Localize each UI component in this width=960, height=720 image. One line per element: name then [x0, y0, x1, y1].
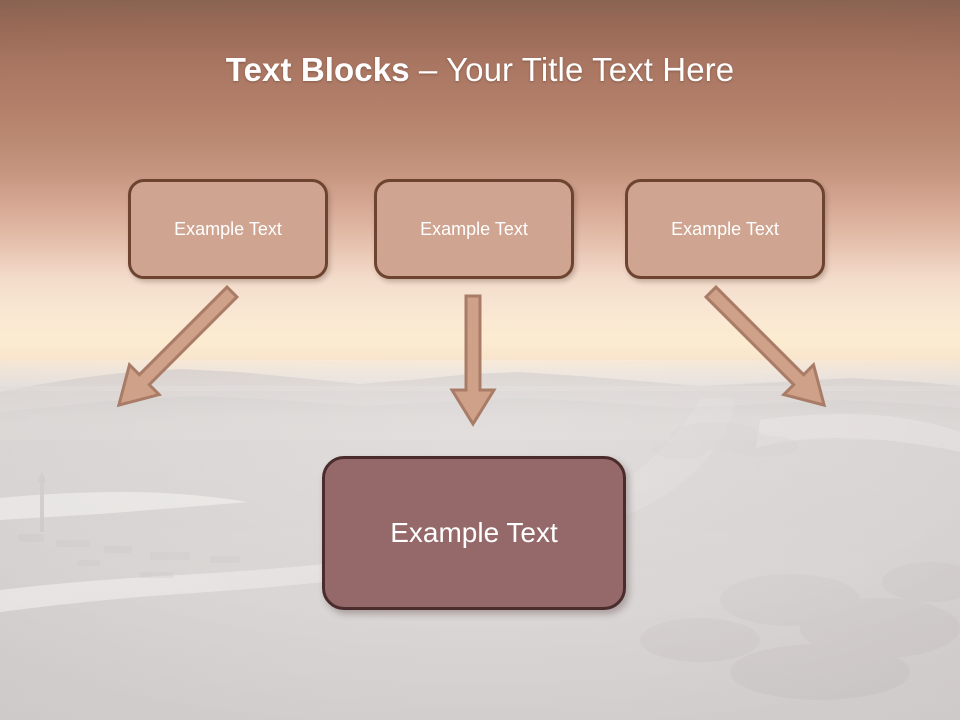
text-block-1[interactable]: Example Text — [128, 179, 328, 279]
text-block-2-label: Example Text — [420, 218, 528, 239]
result-text-block[interactable]: Example Text — [322, 456, 626, 610]
text-block-3[interactable]: Example Text — [625, 179, 825, 279]
page-title-separator: – — [409, 51, 447, 88]
result-text-block-label: Example Text — [390, 517, 558, 548]
arrow-middle-vertical — [449, 294, 497, 427]
page-title-light: Your Title Text Here — [446, 51, 735, 88]
text-block-2[interactable]: Example Text — [374, 179, 574, 279]
text-block-3-label: Example Text — [671, 218, 779, 239]
text-block-1-label: Example Text — [174, 218, 282, 239]
arrow-right-diagonal — [703, 284, 827, 408]
page-title-bold: Text Blocks — [225, 51, 410, 88]
arrow-left-diagonal — [116, 284, 240, 408]
page-title: Text Blocks – Your Title Text Here — [0, 50, 960, 90]
